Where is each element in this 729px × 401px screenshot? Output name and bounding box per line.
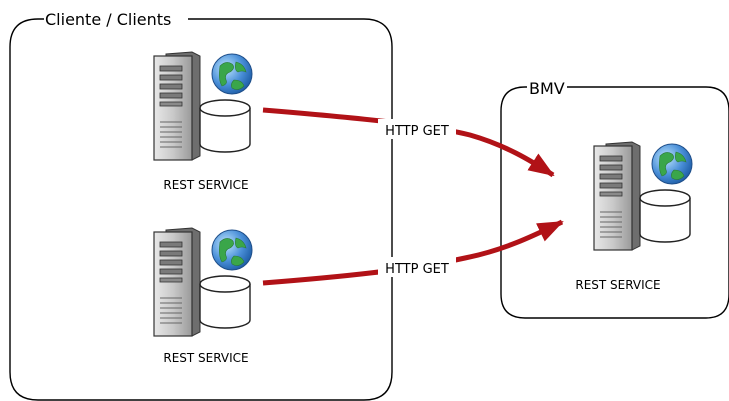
bmv-server: REST SERVICE: [575, 141, 693, 292]
client-server-1-label: REST SERVICE: [163, 178, 248, 192]
client-server-2: REST SERVICE: [153, 227, 253, 365]
edge-top-label: HTTP GET: [385, 124, 449, 139]
server-globe-database-icon: [593, 141, 693, 251]
edge-top-label-bg: [378, 119, 456, 139]
clients-group-title: Cliente / Clients: [45, 10, 171, 29]
bmv-group-title: BMV: [529, 79, 565, 98]
edge-top-arrow: [262, 107, 555, 178]
client-server-2-label: REST SERVICE: [163, 351, 248, 365]
bmv-group: BMV: [500, 79, 729, 319]
bmv-server-label: REST SERVICE: [575, 278, 660, 292]
clients-group: Cliente / Clients: [9, 10, 393, 401]
server-globe-database-icon: [153, 227, 253, 337]
server-globe-database-icon: [153, 51, 253, 161]
edge-bottom-label-bg: [378, 257, 456, 277]
clients-group-border: [9, 18, 393, 401]
edge-bottom: HTTP GET: [262, 219, 564, 286]
edge-top: HTTP GET: [262, 107, 555, 178]
edge-bottom-label: HTTP GET: [385, 262, 449, 277]
bmv-group-border: [500, 86, 729, 319]
client-server-1: REST SERVICE: [153, 51, 253, 192]
